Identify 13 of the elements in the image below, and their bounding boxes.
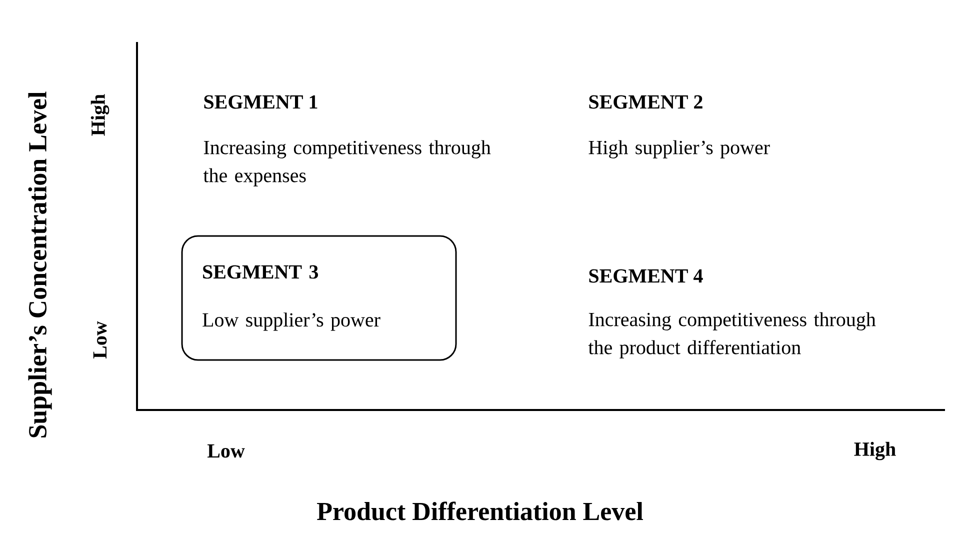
- segment-heading: SEGMENT 4: [589, 269, 703, 283]
- axis-title: Supplier’s Concentration Level: [28, 92, 52, 438]
- segment-heading: SEGMENT 2: [589, 95, 702, 109]
- axis-value: Low: [207, 444, 245, 458]
- segment-description: High supplier’s power: [588, 140, 770, 158]
- axis-value: Low: [93, 321, 107, 359]
- segment-description: Increasing competitiveness through the expenses: [203, 140, 491, 186]
- segment-box: SEGMENT 3 Low supplier’s power: [181, 235, 457, 361]
- segment-heading: SEGMENT 1: [204, 95, 318, 109]
- axis-title: Product Differentiation Level: [317, 502, 643, 520]
- axis-value: High: [90, 94, 110, 136]
- axis-value: High: [854, 442, 896, 460]
- segment-description: Increasing competitiveness through the product differentiation: [588, 312, 876, 358]
